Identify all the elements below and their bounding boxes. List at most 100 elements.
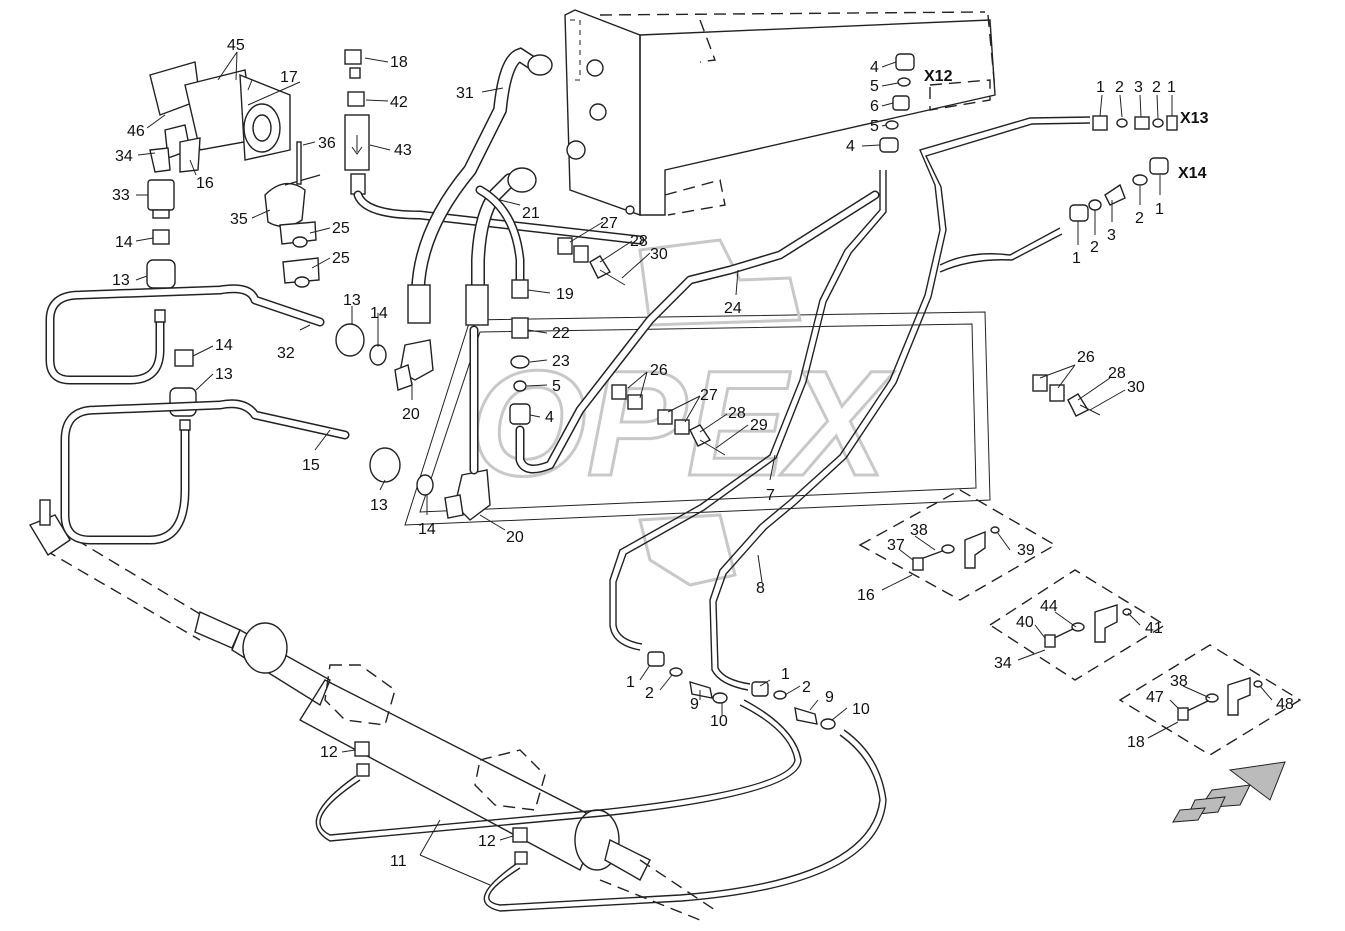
callout-20: 20 [402,406,420,423]
callout-25: 25 [332,250,350,267]
callout-13: 13 [112,272,130,289]
callout-27: 27 [600,215,618,232]
machine-body [564,9,996,216]
callout-2: 2 [1115,79,1124,96]
callout-13: 13 [215,366,233,383]
connection-x14-fittings [1069,157,1169,222]
callout-10: 10 [710,713,728,730]
callout-2: 2 [645,685,654,702]
callout-38: 38 [910,522,928,539]
direction-arrow [1172,761,1286,823]
fittings-22-23 [509,190,880,474]
callout-4: 4 [846,138,855,155]
callout-31: 31 [456,85,474,102]
callout-42: 42 [390,94,408,111]
steering-cylinder [28,499,716,921]
connection-label-x13: X13 [1180,110,1209,127]
callout-5: 5 [552,378,561,395]
callout-25: 25 [332,220,350,237]
callout-36: 36 [318,135,336,152]
left-fitting-stack [146,179,197,417]
callout-28: 28 [1108,365,1126,382]
callout-12: 12 [320,744,338,761]
watermark: OPEX [404,238,991,587]
pump-assembly [149,61,291,173]
callout-34: 34 [994,655,1012,672]
pipe-15 [60,399,350,545]
clamp-group-right [1032,374,1101,417]
callout-5: 5 [870,118,879,135]
fittings-upper-row [335,323,434,391]
callout-7: 7 [766,487,775,504]
callout-1: 1 [781,666,790,683]
leader-lines [135,51,1273,886]
callout-16: 16 [857,587,875,604]
callout-1: 1 [1096,79,1105,96]
callout-26: 26 [650,362,668,379]
connection-x12-stack [879,53,915,153]
callout-28: 28 [728,405,746,422]
callout-14: 14 [215,337,233,354]
callout-26: 26 [1077,349,1095,366]
callout-40: 40 [1016,614,1034,631]
pipe-8 [709,116,1091,691]
pipe-7 [609,170,887,651]
callout-14: 14 [370,305,388,322]
callout-14: 14 [418,521,436,538]
callout-21: 21 [522,205,540,222]
callout-44: 44 [1040,598,1058,615]
callout-1: 1 [1072,250,1081,267]
callout-33: 33 [112,187,130,204]
detail-box-18 [1118,644,1302,756]
callout-41: 41 [1145,620,1163,637]
callout-22: 22 [552,325,570,342]
callout-39: 39 [1017,542,1035,559]
callout-18: 18 [1127,734,1145,751]
callout-20: 20 [506,529,524,546]
callout-46: 46 [127,123,145,140]
callout-5: 5 [870,78,879,95]
callout-2: 2 [802,679,811,696]
callout-2: 2 [1090,239,1099,256]
callout-45: 45 [227,37,245,54]
callout-19: 19 [556,286,574,303]
callout-4: 4 [870,59,879,76]
callout-29: 29 [750,417,768,434]
callout-1: 1 [1155,201,1164,218]
callout-6: 6 [870,98,879,115]
filter-43 [344,49,645,245]
callout-17: 17 [280,69,298,86]
callout-1: 1 [626,674,635,691]
detail-box-16 [858,489,1057,601]
callout-34: 34 [115,148,133,165]
bottom-fittings [354,651,836,865]
callout-35: 35 [230,211,248,228]
callout-2: 2 [1152,79,1161,96]
detail-box-34 [988,569,1167,681]
callout-1: 1 [1167,79,1176,96]
callout-27: 27 [700,387,718,404]
callout-30: 30 [1127,379,1145,396]
callout-47: 47 [1146,689,1164,706]
callout-2: 2 [1135,210,1144,227]
callout-28: 28 [630,233,648,250]
callout-4: 4 [545,409,554,426]
callout-30: 30 [650,246,668,263]
callout-3: 3 [1107,227,1116,244]
callout-12: 12 [478,833,496,850]
callout-23: 23 [552,353,570,370]
callout-32: 32 [277,345,295,362]
callout-9: 9 [690,696,699,713]
callout-38: 38 [1170,673,1188,690]
hose-11 [315,699,887,912]
connection-x13-fittings [1092,115,1178,131]
hose-31 [407,47,553,324]
callout-43: 43 [394,142,412,159]
connection-label-x12: X12 [924,68,953,85]
hose-19 [475,185,529,299]
fittings-lower-row [369,447,491,521]
pipe-32 [45,284,325,385]
clamp-group-middle [611,384,726,456]
callout-16: 16 [196,175,214,192]
